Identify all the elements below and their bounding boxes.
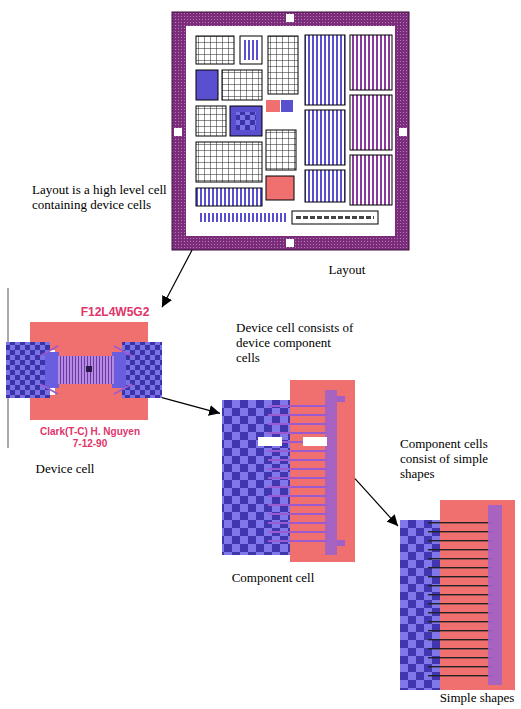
- chip-layout-image-part: [240, 36, 262, 64]
- annotation-note: Layout is a high level cell containing d…: [32, 182, 170, 212]
- chip-layout-image-part: [236, 112, 256, 130]
- component-cell-image-part: [268, 405, 330, 543]
- chip-layout-image-part: [200, 213, 288, 222]
- designer-note: Clark(T-C) H. Nguyen: [40, 426, 140, 437]
- annotation-note: Device cell consists of device component…: [236, 320, 356, 365]
- component-cell-image-part: [325, 390, 337, 555]
- chip-layout-image-part: [281, 100, 293, 112]
- image-caption: Device cell: [36, 461, 95, 477]
- image-caption: Layout: [329, 262, 366, 278]
- connector-group: [355, 479, 398, 526]
- chip-layout-image-part: [286, 14, 294, 22]
- device-cell-image-part: [45, 352, 59, 388]
- chip-layout-image-part: [172, 12, 409, 250]
- chip-layout-image-part: [186, 26, 395, 236]
- simple-shapes-image-part: [428, 515, 492, 680]
- component-cell-image-part: [303, 437, 327, 446]
- chip-layout-image-part: [196, 106, 226, 136]
- component-cell-image-part: [337, 540, 345, 546]
- simple-shapes-image: [400, 500, 515, 690]
- image-caption: Simple shapes: [440, 690, 515, 706]
- component-cell-image-part: [258, 437, 282, 446]
- device-cell-image-part: [112, 352, 126, 388]
- chip-layout-image-part: [305, 35, 345, 105]
- arrow-connector: [162, 250, 192, 307]
- arrow-connector: [355, 479, 398, 526]
- chip-layout-image-part: [350, 95, 392, 150]
- image-caption: Component cell: [232, 570, 315, 586]
- chip-layout-image-part: [399, 128, 407, 136]
- device-cell-image-part: [40, 346, 132, 394]
- simple-shapes-image-part: [488, 505, 502, 685]
- date-note: 7-12-90: [73, 438, 107, 449]
- connector-group: [162, 398, 220, 414]
- component-cell-box: Component cell: [220, 380, 355, 562]
- chip-layout-image-part: [196, 142, 262, 182]
- chip-layout-image: [172, 12, 409, 250]
- chip-layout-image-part: [230, 106, 262, 136]
- chip-layout-image-part: [266, 100, 280, 112]
- chip-layout-image-part: [196, 36, 234, 64]
- arrow-connector: [162, 398, 220, 414]
- annotation-note: Component cells consist of simple shapes: [400, 436, 510, 481]
- chip-layout-image-part: [292, 211, 378, 224]
- chip-layout-image-part: [286, 239, 294, 247]
- chip-layout-image-part: [268, 36, 298, 94]
- chip-layout-image-part: [244, 40, 258, 60]
- chip-layout-image-part: [174, 128, 182, 136]
- simple-shapes-box: Simple shapes: [398, 498, 515, 690]
- chip-layout-image-part: [350, 155, 392, 205]
- device-cell-box: F12L4W5G2Clark(T-C) H. Nguyen7-12-90Devi…: [5, 295, 162, 448]
- chip-layout-image-part: [305, 170, 345, 202]
- chip-layout-image-part: [350, 35, 392, 90]
- chip-layout-image-part: [266, 176, 294, 200]
- device-cell-image-part: [122, 342, 162, 398]
- component-cell-image-part: [337, 396, 345, 402]
- chip-layout-image-part: [196, 188, 262, 206]
- component-cell-image: [222, 380, 355, 562]
- device-cell-image-part: [86, 366, 92, 372]
- chip-layout-image-part: [222, 70, 262, 100]
- device-cell-image-part: [58, 356, 114, 384]
- chip-layout-image-part: [296, 216, 374, 219]
- device-cell-image: [6, 288, 162, 448]
- connector-group: [162, 250, 192, 307]
- device-cell-image-part: [6, 342, 50, 398]
- chip-layout-image-part: [305, 110, 345, 165]
- layout-image-box: Layout: [172, 12, 410, 250]
- cell-name: F12L4W5G2: [81, 305, 150, 319]
- chip-layout-image-part: [196, 70, 218, 100]
- chip-layout-image-part: [266, 130, 296, 170]
